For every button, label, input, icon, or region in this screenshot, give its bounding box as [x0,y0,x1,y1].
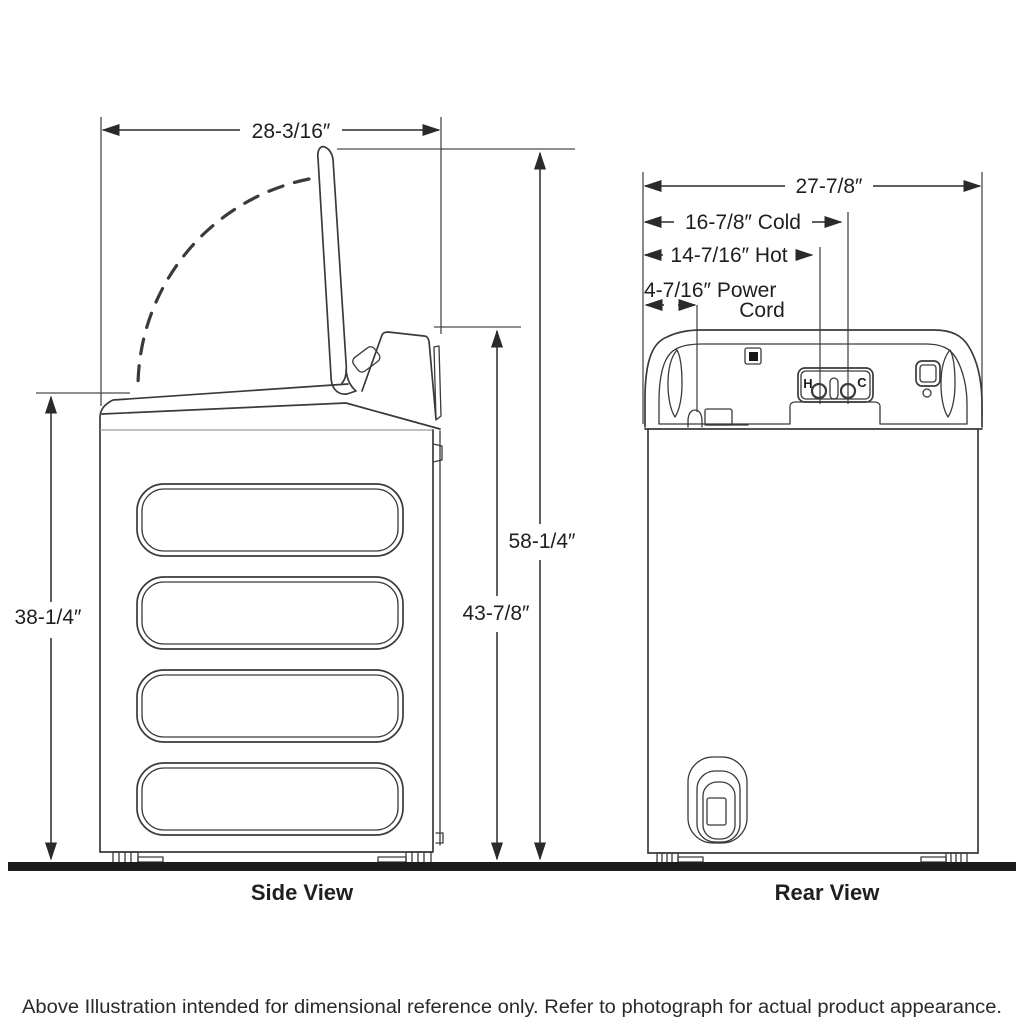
side-view-label: Side View [251,880,354,905]
dim-height-top-label: 38-1/4″ [15,606,83,629]
inlet-panel-outer [797,367,874,403]
rear-cabinet: H C [644,329,983,864]
rear-view-label: Rear View [775,880,881,905]
drain-pump-outer [687,756,748,844]
side-panel-rib [136,576,404,650]
dim-hot: 14-7/16″ Hot [643,244,814,267]
top-cap-inner [658,343,968,425]
foot-ridges [661,852,673,864]
lid-swing-arc [136,177,311,393]
side-panel-rib-inner [141,581,399,645]
dim-rear-width-label: 27-7/8″ [796,175,864,198]
side-view: 28-3/16″ 58-1/4″ 43-7/8″ 38-1/4″ [15,117,577,905]
ground-screw-port [744,347,762,365]
foot-plate [137,856,164,863]
ground-screw [749,352,758,361]
back-panel-tab-bottom [435,832,444,844]
side-panel-rib-inner [141,767,399,831]
cabinet-outline [99,383,349,853]
foot-ridges [950,852,962,864]
cold-inlet-label: C [857,375,867,390]
side-panel-rib-inner [141,488,399,552]
electrical-port [915,360,941,387]
inlet-recess-step [789,401,881,425]
dim-side-width-label: 28-3/16″ [252,120,331,143]
dim-height-control-panel-label: 43-7/8″ [463,602,531,625]
footnote: Above Illustration intended for dimensio… [22,997,1002,1018]
drain-pump-inner [702,781,736,840]
control-panel [361,331,437,420]
dim-power-cord: 4-7/16″ Power Cord [644,279,785,322]
dim-height-top: 38-1/4″ [15,395,83,861]
electrical-port-inner [919,364,937,383]
cold-inlet [839,382,857,400]
back-panel-tab-top [432,443,443,463]
right-vent-slot [940,349,956,418]
deck-front-lip [101,402,441,430]
electrical-port-screw [922,388,932,398]
drain-outlet [706,797,727,826]
dim-height-lid-open-label: 58-1/4″ [509,530,577,553]
lid-outline [316,145,348,384]
foot-plate [920,856,947,863]
floor-line [8,862,1016,871]
dim-rear-width: 27-7/8″ [643,175,982,198]
side-feet [112,851,432,864]
dim-side-width: 28-3/16″ [101,120,441,143]
side-panel-rib [136,762,404,836]
rear-extension-lines [642,172,983,424]
drain-pump [687,756,748,844]
hot-inlet-label: H [803,376,812,391]
rear-feet [656,852,968,864]
rear-view: 27-7/8″ 16-7/8″ Cold 14-7/16″ Hot 4-7/16… [642,172,983,905]
left-vent-slot [667,349,683,418]
water-inlet-panel: H C [797,367,874,403]
foot-plate [677,856,704,863]
power-cord-exit [687,409,703,428]
side-panel-rib [136,669,404,743]
foot-plate [377,856,407,863]
hot-inlet [810,382,828,400]
side-panel-rib [136,483,404,557]
control-panel-side-strip [433,345,442,421]
side-panel-ribs [136,483,404,836]
side-cabinet [99,331,444,864]
dim-cold: 16-7/8″ Cold [643,211,843,234]
open-lid [316,145,357,395]
dim-power-cord-label-line1: 4-7/16″ Power [644,279,776,302]
dim-height-control-panel: 43-7/8″ [463,329,531,861]
side-extension-lines [36,117,575,406]
control-panel-display [352,346,381,373]
inlet-panel-slot [829,377,839,400]
cabinet-sides [647,428,979,854]
foot-ridges [118,851,132,864]
dim-hot-label: 14-7/16″ Hot [670,244,787,267]
dim-power-cord-label-line2: Cord [739,299,785,322]
side-panel-rib-inner [141,674,399,738]
dim-cold-label: 16-7/8″ Cold [685,211,801,234]
top-cap-outline [644,329,983,428]
foot-ridges [411,851,425,864]
dim-height-lid-open: 58-1/4″ [509,151,577,861]
power-cord-bracket [704,408,733,426]
drain-pump-mid [696,770,741,843]
